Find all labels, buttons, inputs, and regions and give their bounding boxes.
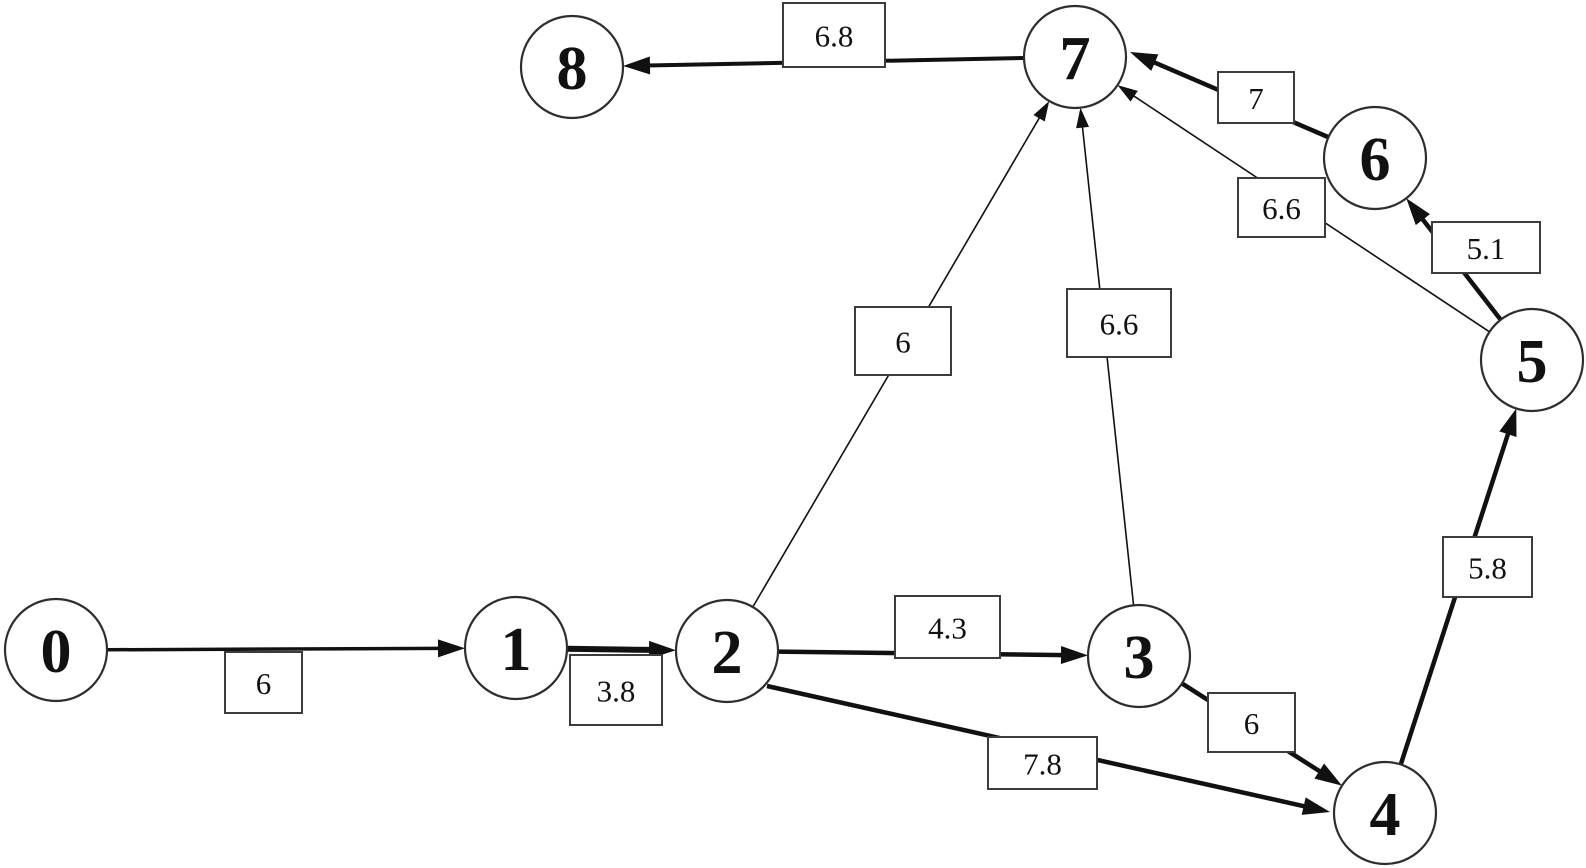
edge-label-box-1-2 bbox=[569, 654, 663, 726]
edge-label-box-5-7 bbox=[1237, 177, 1326, 238]
edge-label-box-2-3 bbox=[894, 595, 1001, 659]
edges-layer bbox=[106, 52, 1517, 815]
edge-label-box-3-4 bbox=[1207, 692, 1296, 753]
node-3-circle bbox=[1086, 603, 1192, 709]
node-2-label: 2 bbox=[712, 619, 743, 687]
node-7-label: 7 bbox=[1060, 25, 1091, 93]
edge-5-7-arrowhead bbox=[1117, 85, 1138, 102]
edge-label-box-4-5 bbox=[1442, 536, 1533, 598]
node-6-label: 6 bbox=[1360, 126, 1391, 194]
node-4-label: 4 bbox=[1370, 781, 1401, 849]
node-1-label: 1 bbox=[501, 616, 532, 684]
edge-2-3-arrowhead bbox=[1060, 646, 1089, 665]
node-4-circle bbox=[1332, 760, 1438, 866]
node-0-circle bbox=[3, 597, 109, 703]
edge-weight-2-7: 6 bbox=[895, 325, 911, 360]
edge-label-box-6-7 bbox=[1217, 71, 1295, 124]
node-5-circle bbox=[1479, 307, 1585, 413]
edge-4-5-arrowhead bbox=[1499, 408, 1517, 437]
node-7-circle bbox=[1022, 4, 1128, 110]
edge-label-box-7-8 bbox=[782, 2, 886, 68]
edge-0-1-arrowhead bbox=[437, 639, 466, 658]
edge-weight-5-6: 5.1 bbox=[1467, 231, 1506, 266]
edge-7-8-arrowhead bbox=[622, 56, 651, 75]
edge-1-2-line bbox=[566, 645, 653, 653]
edge-6-7-arrowhead bbox=[1130, 52, 1159, 71]
edge-5-6-arrowhead bbox=[1406, 198, 1430, 226]
edge-3-7-line bbox=[1081, 124, 1135, 606]
edge-3-7-arrowhead bbox=[1076, 107, 1090, 129]
edge-weight-6-7: 7 bbox=[1248, 81, 1264, 116]
node-5-label: 5 bbox=[1517, 328, 1548, 396]
node-1-circle bbox=[463, 595, 569, 701]
edge-weight-3-7: 6.6 bbox=[1100, 307, 1139, 342]
edge-0-1-line bbox=[106, 646, 442, 652]
node-6-circle bbox=[1322, 105, 1428, 211]
edge-label-box-5-6 bbox=[1431, 221, 1541, 274]
edge-label-box-2-7 bbox=[854, 306, 952, 376]
edge-weight-2-4: 7.8 bbox=[1023, 747, 1062, 782]
edge-2-4-arrowhead bbox=[1301, 797, 1330, 815]
node-2-circle bbox=[674, 598, 780, 704]
edge-label-box-0-1 bbox=[224, 651, 303, 714]
edge-weight-0-1: 6 bbox=[256, 666, 272, 701]
edge-weight-1-2: 3.8 bbox=[597, 674, 636, 709]
edge-weight-4-5: 5.8 bbox=[1468, 551, 1507, 586]
edge-weight-2-3: 4.3 bbox=[928, 611, 967, 646]
node-3-label: 3 bbox=[1124, 624, 1155, 692]
edge-weight-7-8: 6.8 bbox=[815, 19, 854, 54]
edge-3-4-arrowhead bbox=[1314, 763, 1343, 786]
edge-weight-3-4: 6 bbox=[1244, 706, 1260, 741]
edge-labels-layer: 6 3.8 4.3 7.8 6 5.8 5.1 7 6.8 6 6.6 6.6 bbox=[224, 2, 1541, 790]
node-0-label: 0 bbox=[41, 618, 72, 686]
edge-label-box-2-4 bbox=[987, 736, 1098, 790]
edge-label-box-3-7 bbox=[1066, 288, 1172, 358]
node-8-circle bbox=[519, 14, 625, 120]
nodes-layer: 0 1 2 3 4 5 6 7 8 bbox=[3, 4, 1585, 866]
edge-2-7-arrowhead bbox=[1033, 101, 1050, 122]
node-8-label: 8 bbox=[557, 35, 588, 103]
edge-weight-5-7: 6.6 bbox=[1262, 191, 1301, 226]
